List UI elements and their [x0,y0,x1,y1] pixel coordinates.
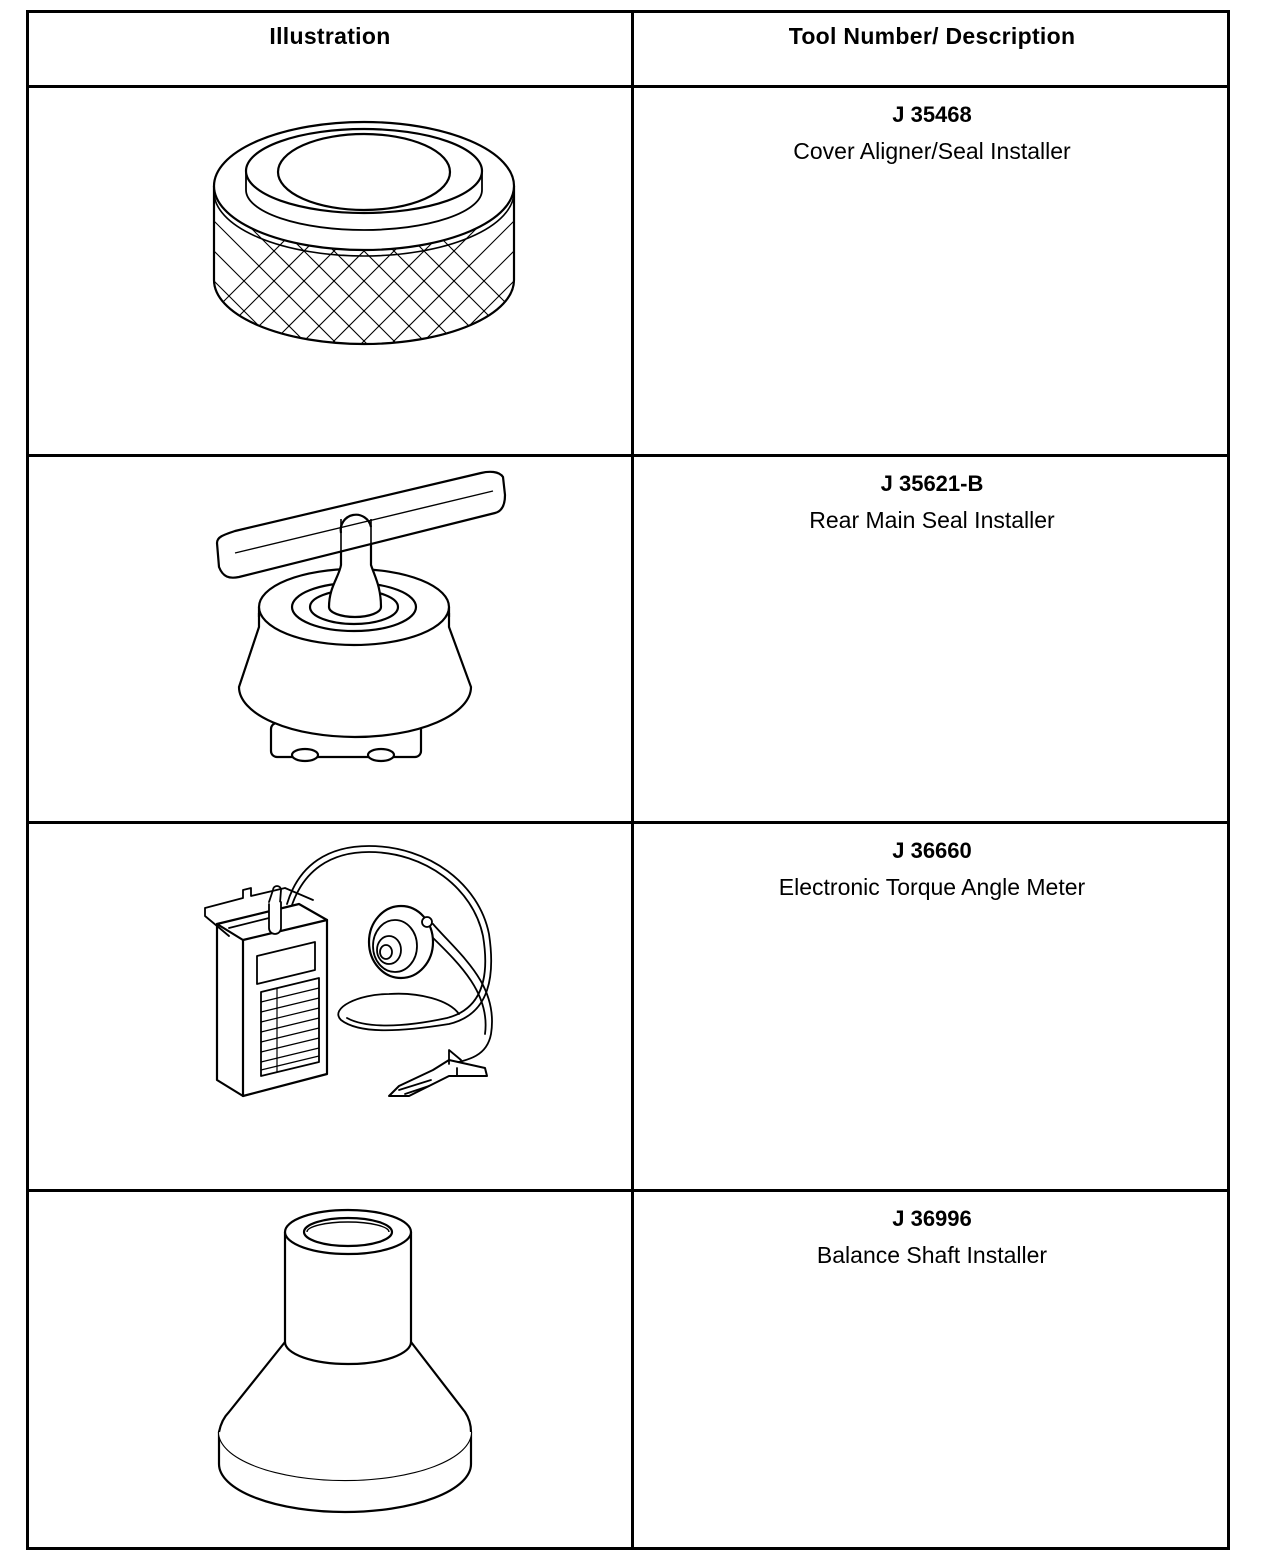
rear-main-seal-installer-icon [29,457,631,821]
row-divider [29,454,1227,457]
header-tool-description: Tool Number/ Description [788,23,1076,49]
tool-number: J 35621-B [880,471,984,496]
electronic-torque-angle-meter-icon [29,824,631,1189]
row-divider [29,821,1227,824]
illustration-cell [29,824,631,1189]
tool-description: Rear Main Seal Installer [809,507,1055,533]
row-divider [29,1189,1227,1192]
column-divider [631,13,634,1547]
illustration-cell [29,1192,631,1550]
tool-number: J 35468 [892,102,972,127]
cover-aligner-seal-installer-icon [29,88,631,454]
table-row: J 35468 Cover Aligner/Seal Installer [29,88,1227,454]
tool-description: Balance Shaft Installer [816,1242,1048,1268]
table-row: J 36660 Electronic Torque Angle Meter [29,824,1227,1189]
tool-description: Electronic Torque Angle Meter [778,874,1086,900]
table-row: J 35621-B Rear Main Seal Installer [29,457,1227,821]
tool-table: Illustration Tool Number/ Description [26,10,1230,1550]
tool-number: J 36996 [892,1206,972,1231]
illustration-cell [29,88,631,454]
balance-shaft-installer-icon [29,1192,631,1550]
tool-cell: J 35621-B Rear Main Seal Installer [634,457,1230,534]
tool-number: J 36660 [892,838,972,863]
illustration-cell [29,457,631,821]
tool-cell: J 35468 Cover Aligner/Seal Installer [634,88,1230,165]
header-divider [29,85,1227,88]
tool-cell: J 36660 Electronic Torque Angle Meter [634,824,1230,901]
table-row: J 36996 Balance Shaft Installer [29,1192,1227,1550]
header-illustration: Illustration [269,23,391,49]
tool-cell: J 36996 Balance Shaft Installer [634,1192,1230,1269]
tool-description: Cover Aligner/Seal Installer [793,138,1071,164]
